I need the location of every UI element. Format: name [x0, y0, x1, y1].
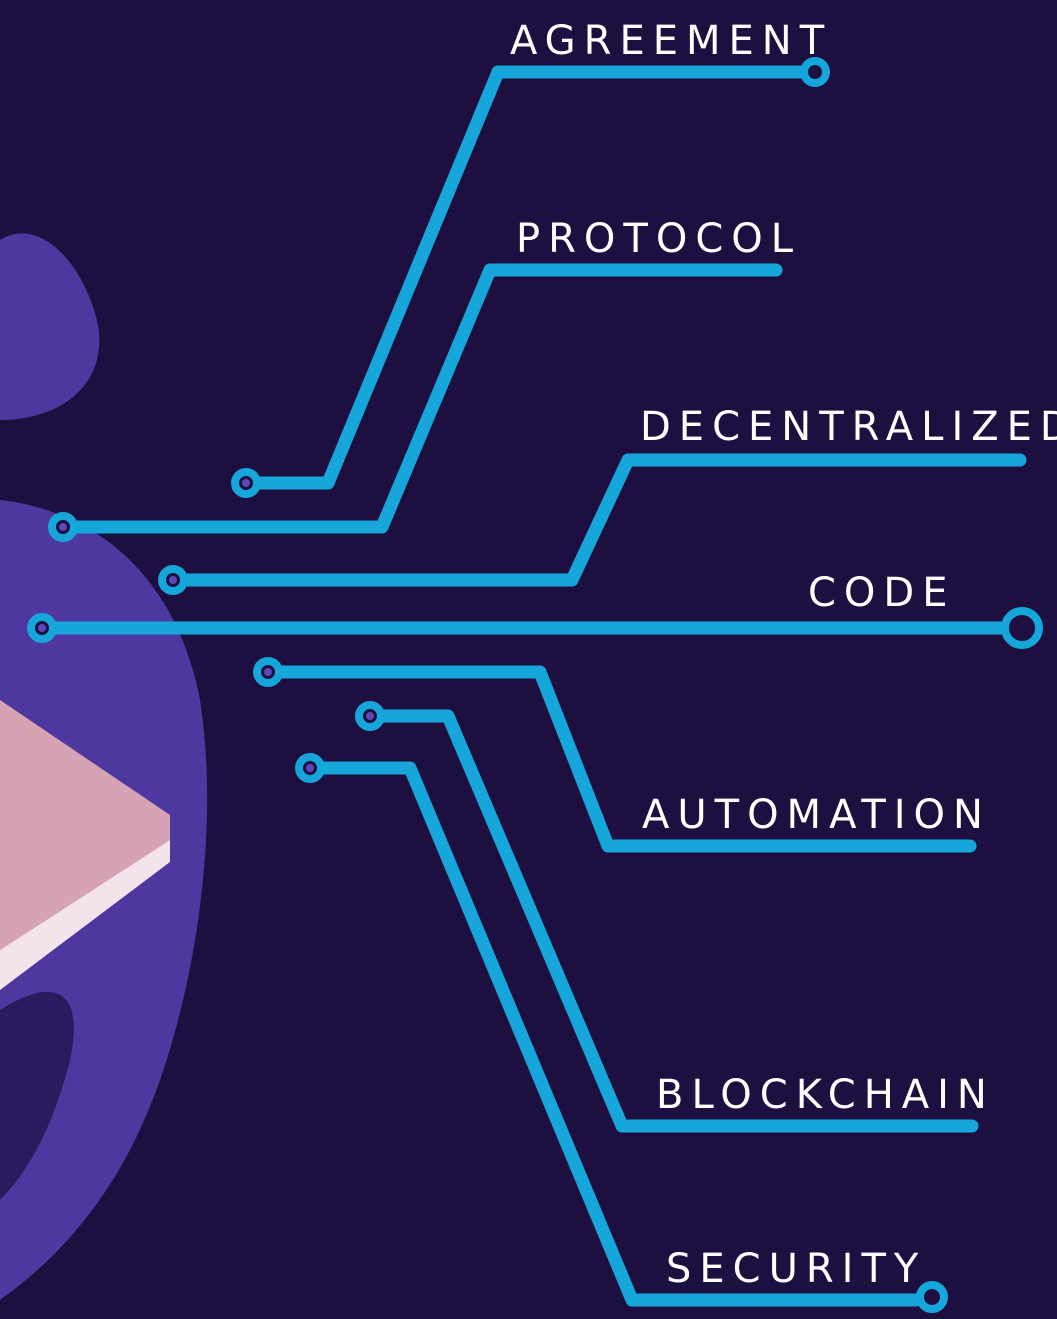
wire-security — [303, 761, 923, 1307]
wire-nodes — [27, 57, 1043, 1313]
wire-automation — [261, 665, 977, 853]
node-automation-start-dot — [264, 668, 272, 676]
node-code-start-dot — [38, 624, 46, 632]
label-agreement: AGREEMENT — [510, 18, 832, 64]
laptop-screen — [0, 700, 170, 950]
laptop-edge — [0, 840, 170, 990]
labels: AGREEMENT PROTOCOL DECENTRALIZED CODE AU… — [510, 18, 1057, 1292]
wire-blockchain — [363, 709, 979, 1133]
node-protocol-start-dot — [59, 523, 67, 531]
label-automation: AUTOMATION — [642, 792, 991, 838]
node-agreement-end — [800, 57, 830, 87]
node-decentralized-start-dot — [169, 576, 177, 584]
label-protocol: PROTOCOL — [516, 216, 801, 262]
label-security: SECURITY — [666, 1246, 926, 1292]
decorative-figure — [0, 233, 208, 1300]
body-inner-shadow — [0, 991, 74, 1200]
head-blob — [0, 233, 100, 420]
node-agreement-start-dot — [242, 479, 250, 487]
node-security-end — [916, 1281, 948, 1313]
label-blockchain: BLOCKCHAIN — [656, 1072, 995, 1118]
node-blockchain-start-dot — [366, 712, 374, 720]
label-code: CODE — [808, 570, 956, 616]
wire-agreement — [241, 65, 817, 490]
node-security-start-dot — [306, 764, 314, 772]
node-code-end — [1001, 607, 1043, 649]
wires — [35, 65, 1027, 1307]
wire-protocol — [56, 263, 783, 534]
wire-decentralized — [166, 453, 1027, 587]
label-decentralized: DECENTRALIZED — [640, 404, 1057, 450]
